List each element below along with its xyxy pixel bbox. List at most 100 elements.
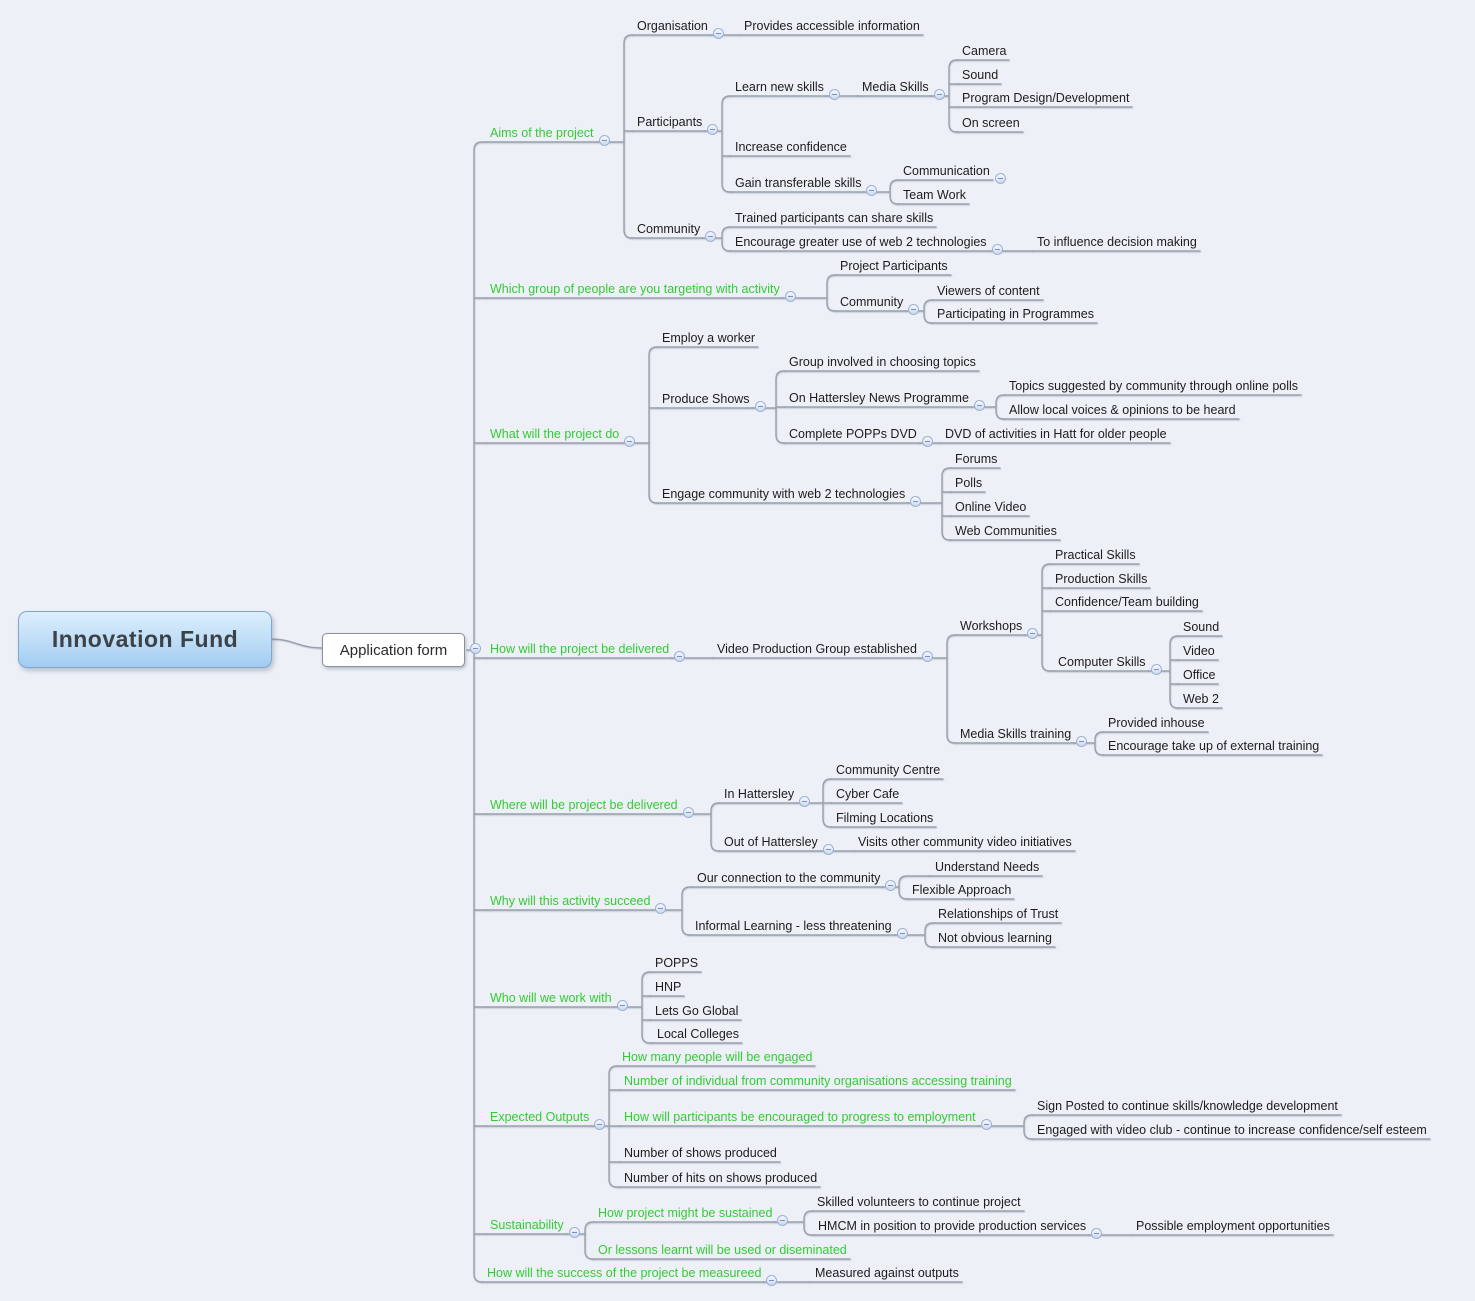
collapse-icon[interactable] [766,1275,777,1286]
topic-cyber-cafe[interactable]: Cyber Cafe [836,787,900,801]
topic-connection-to-community[interactable]: Our connection to the community [697,871,881,885]
topic-gain-transferable-skills[interactable]: Gain transferable skills [735,176,862,190]
topic-participants[interactable]: Participants [637,115,703,129]
topic-engage-community-web2[interactable]: Engage community with web 2 technologies [662,487,906,501]
topic-local-colleges[interactable]: Local Colleges [657,1027,739,1041]
collapse-icon[interactable] [974,400,985,411]
topic-progress-to-employment[interactable]: How will participants be encouraged to p… [624,1110,976,1124]
topic-web-communities[interactable]: Web Communities [955,524,1057,538]
topic-dvd-of-activities[interactable]: DVD of activities in Hatt for older peop… [945,427,1167,441]
topic-sustainability[interactable]: Sustainability [490,1218,564,1232]
topic-target-group[interactable]: Which group of people are you targeting … [490,282,780,296]
topic-measured-against-outputs[interactable]: Measured against outputs [815,1266,959,1280]
topic-visits-other-initiatives[interactable]: Visits other community video initiatives [858,835,1072,849]
topic-allow-local-voices[interactable]: Allow local voices & opinions to be hear… [1009,403,1236,417]
topic-program-design-development[interactable]: Program Design/Development [962,91,1130,105]
collapse-icon[interactable] [934,89,945,100]
collapse-icon[interactable] [785,291,796,302]
collapse-icon[interactable] [594,1119,605,1130]
topic-produce-shows[interactable]: Produce Shows [662,392,750,406]
topic-external-training[interactable]: Encourage take up of external training [1108,739,1320,753]
collapse-icon[interactable] [992,244,1003,255]
collapse-icon[interactable] [1027,628,1038,639]
topic-relationships-of-trust[interactable]: Relationships of Trust [938,907,1059,921]
topic-group-choosing-topics[interactable]: Group involved in choosing topics [789,355,976,369]
topic-polls[interactable]: Polls [955,476,983,490]
topic-computer-video[interactable]: Video [1183,644,1215,658]
topic-in-hattersley[interactable]: In Hattersley [724,787,795,801]
collapse-icon[interactable] [823,844,834,855]
topic-target-community[interactable]: Community [840,295,904,309]
topic-increase-confidence[interactable]: Increase confidence [735,140,847,154]
topic-computer-web2[interactable]: Web 2 [1183,692,1219,706]
topic-expected-outputs[interactable]: Expected Outputs [490,1110,590,1124]
collapse-icon[interactable] [995,173,1006,184]
topic-workshops[interactable]: Workshops [960,619,1023,633]
collapse-icon[interactable] [885,880,896,891]
topic-encourage-web2-technologies[interactable]: Encourage greater use of web 2 technolog… [735,235,987,249]
topic-media-skills[interactable]: Media Skills [862,80,929,94]
topic-individuals-accessing-training[interactable]: Number of individual from community orga… [624,1074,1012,1088]
topic-lessons-learnt[interactable]: Or lessons learnt will be used or disemi… [598,1243,847,1257]
collapse-icon[interactable] [897,928,908,939]
collapse-icon[interactable] [1091,1228,1102,1239]
topic-viewers-of-content[interactable]: Viewers of content [937,284,1040,298]
topic-influence-decision-making[interactable]: To influence decision making [1037,235,1197,249]
collapse-icon[interactable] [617,1000,628,1011]
topic-how-many-engaged[interactable]: How many people will be engaged [622,1050,813,1064]
topic-how-project-delivered[interactable]: How will the project be delivered [490,642,670,656]
topic-participating-in-programmes[interactable]: Participating in Programmes [937,307,1095,321]
topic-possible-employment[interactable]: Possible employment opportunities [1136,1219,1330,1233]
topic-confidence-team-building[interactable]: Confidence/Team building [1055,595,1199,609]
topic-learn-new-skills[interactable]: Learn new skills [735,80,824,94]
topic-media-skills-training[interactable]: Media Skills training [960,727,1072,741]
collapse-icon[interactable] [799,796,810,807]
topic-computer-office[interactable]: Office [1183,668,1216,682]
collapse-icon[interactable] [683,807,694,818]
collapse-icon[interactable] [569,1227,580,1238]
topic-who-will-we-work-with[interactable]: Who will we work with [490,991,612,1005]
topic-filming-locations[interactable]: Filming Locations [836,811,934,825]
topic-not-obvious-learning[interactable]: Not obvious learning [938,931,1052,945]
collapse-icon[interactable] [866,185,877,196]
topic-camera[interactable]: Camera [962,44,1007,58]
topic-project-participants[interactable]: Project Participants [840,259,948,273]
topic-where-project-delivered[interactable]: Where will be project be delivered [490,798,678,812]
collapse-icon[interactable] [655,903,666,914]
topic-hmcm-production-services[interactable]: HMCM in position to provide production s… [818,1219,1087,1233]
topic-informal-learning[interactable]: Informal Learning - less threatening [695,919,892,933]
collapse-icon[interactable] [910,496,921,507]
topic-organisation[interactable]: Organisation [637,19,708,33]
collapse-icon[interactable] [707,124,718,135]
collapse-icon[interactable] [777,1215,788,1226]
topic-trained-participants-share-skills[interactable]: Trained participants can share skills [735,211,934,225]
collapse-icon[interactable] [470,643,481,654]
topic-engaged-with-video-club[interactable]: Engaged with video club - continue to in… [1037,1123,1427,1137]
collapse-icon[interactable] [755,401,766,412]
collapse-icon[interactable] [981,1119,992,1130]
topic-team-work[interactable]: Team Work [903,188,966,202]
topic-number-of-shows[interactable]: Number of shows produced [624,1146,777,1160]
collapse-icon[interactable] [674,651,685,662]
topic-provided-inhouse[interactable]: Provided inhouse [1108,716,1205,730]
collapse-icon[interactable] [908,304,919,315]
topic-computer-sound[interactable]: Sound [1183,620,1220,634]
topic-community[interactable]: Community [637,222,701,236]
topic-out-of-hattersley[interactable]: Out of Hattersley [724,835,818,849]
root-topic-innovation-fund[interactable]: Innovation Fund [18,611,272,668]
collapse-icon[interactable] [624,436,635,447]
topic-how-project-sustained[interactable]: How project might be sustained [598,1206,773,1220]
collapse-icon[interactable] [922,436,933,447]
topic-lets-go-global[interactable]: Lets Go Global [655,1004,739,1018]
topic-topics-suggested-online-polls[interactable]: Topics suggested by community through on… [1009,379,1299,393]
collapse-icon[interactable] [705,231,716,242]
topic-community-centre[interactable]: Community Centre [836,763,941,777]
topic-popps[interactable]: POPPS [655,956,699,970]
collapse-icon[interactable] [1151,664,1162,675]
topic-sound[interactable]: Sound [962,68,999,82]
topic-computer-skills[interactable]: Computer Skills [1058,655,1146,669]
collapse-icon[interactable] [922,651,933,662]
topic-aims-of-the-project[interactable]: Aims of the project [490,126,594,140]
topic-practical-skills[interactable]: Practical Skills [1055,548,1136,562]
topic-production-skills[interactable]: Production Skills [1055,572,1148,586]
